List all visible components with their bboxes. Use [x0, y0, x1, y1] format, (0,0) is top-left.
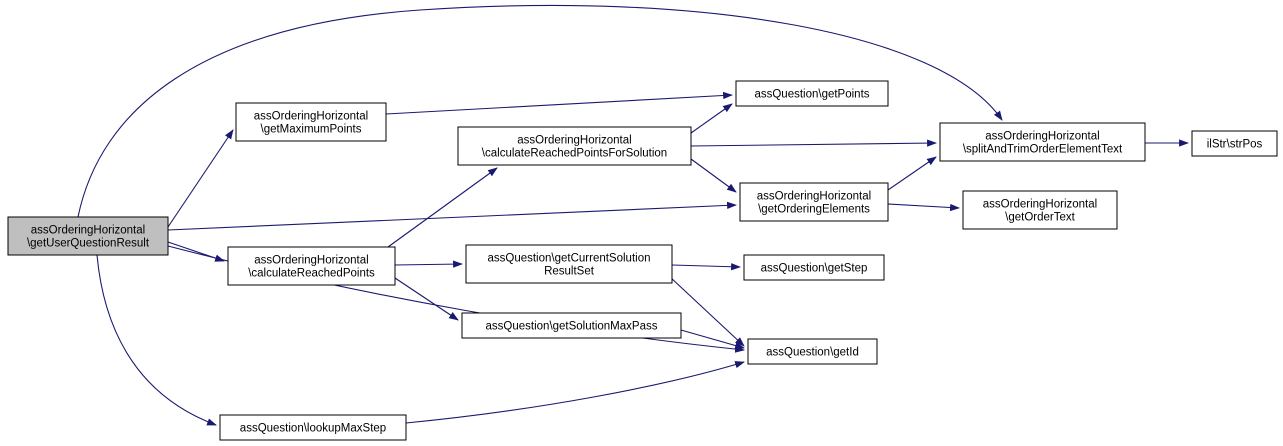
node-getId-label: assQuestion\getId	[766, 347, 859, 359]
node-getUserQuestionResult-label: assOrderingHorizontal\getUserQuestionRes…	[27, 225, 150, 250]
edge-calculateReachedPointsForSolution-to-splitAndTrimOrderElementText	[690, 139, 937, 147]
node-calculateReachedPointsForSolution-box[interactable]	[457, 126, 692, 166]
node-getStep-label: assQuestion\getStep	[761, 263, 868, 275]
node-strPos[interactable]: ilStr\strPos	[1191, 130, 1278, 157]
edge-getSolutionMaxPass-to-getId	[680, 329, 745, 350]
node-getOrderingElements-box[interactable]	[739, 182, 889, 222]
node-getStep-box[interactable]	[743, 254, 885, 281]
node-getMaximumPoints-label: assOrderingHorizontal\getMaximumPoints	[254, 111, 368, 136]
node-getOrderText-box[interactable]	[962, 190, 1118, 230]
edge-getUserQuestionResult-to-lookupMaxStep	[96, 254, 217, 426]
node-getPoints-label: assQuestion\getPoints	[754, 89, 869, 101]
node-calculateReachedPoints[interactable]: assOrderingHorizontal\calculateReachedPo…	[227, 246, 396, 286]
node-splitAndTrimOrderElementText[interactable]: assOrderingHorizontal\splitAndTrimOrderE…	[939, 122, 1146, 162]
edge-getOrderingElements-to-splitAndTrimOrderElementText	[887, 156, 937, 191]
node-lookupMaxStep[interactable]: assQuestion\lookupMaxStep	[219, 414, 407, 441]
node-getMaximumPoints[interactable]: assOrderingHorizontal\getMaximumPoints	[235, 102, 387, 142]
node-getId-box[interactable]	[747, 338, 878, 365]
edge-calculateReachedPoints-to-getSolutionMaxPass	[394, 277, 459, 321]
edge-calculateReachedPointsForSolution-to-getPoints	[690, 103, 733, 134]
node-strPos-label: ilStr\strPos	[1207, 139, 1263, 151]
node-calculateReachedPointsForSolution-label: assOrderingHorizontal\calculateReachedPo…	[482, 135, 667, 160]
node-getStep[interactable]: assQuestion\getStep	[743, 254, 885, 281]
node-lookupMaxStep-label: assQuestion\lookupMaxStep	[240, 423, 386, 435]
edge-getCurrentSolutionResultSet-to-getId	[669, 276, 745, 347]
node-strPos-box[interactable]	[1191, 130, 1278, 157]
node-getId[interactable]: assQuestion\getId	[747, 338, 878, 365]
node-calculateReachedPointsForSolution[interactable]: assOrderingHorizontal\calculateReachedPo…	[457, 126, 692, 166]
node-calculateReachedPoints-box[interactable]	[227, 246, 396, 286]
node-splitAndTrimOrderElementText-label: assOrderingHorizontal\splitAndTrimOrderE…	[963, 131, 1123, 156]
edge-getCurrentSolutionResultSet-to-getStep	[671, 263, 741, 271]
edge-getUserQuestionResult-to-getMaximumPoints	[167, 129, 234, 228]
edge-calculateReachedPoints-to-calculateReachedPointsForSolution	[387, 167, 498, 248]
edge-calculateReachedPoints-to-getCurrentSolutionResultSet	[394, 260, 463, 268]
node-getPoints[interactable]: assQuestion\getPoints	[735, 80, 889, 107]
node-splitAndTrimOrderElementText-box[interactable]	[939, 122, 1146, 162]
edge-getUserQuestionResult-to-splitAndTrimOrderElementText	[77, 4, 1003, 218]
node-getOrderText-label: assOrderingHorizontal\getOrderText	[983, 199, 1097, 224]
node-getMaximumPoints-box[interactable]	[235, 102, 387, 142]
node-lookupMaxStep-box[interactable]	[219, 414, 407, 441]
node-getSolutionMaxPass[interactable]: assQuestion\getSolutionMaxPass	[461, 312, 682, 339]
node-getUserQuestionResult[interactable]: assOrderingHorizontal\getUserQuestionRes…	[7, 216, 169, 256]
edge-lookupMaxStep-to-getId	[405, 361, 745, 424]
edge-calculateReachedPointsForSolution-to-getOrderingElements	[690, 158, 737, 193]
node-getUserQuestionResult-box[interactable]	[7, 216, 169, 256]
node-getOrderText[interactable]: assOrderingHorizontal\getOrderText	[962, 190, 1118, 230]
node-getPoints-box[interactable]	[735, 80, 889, 107]
edge-getMaximumPoints-to-getPoints	[385, 91, 733, 115]
node-getSolutionMaxPass-box[interactable]	[461, 312, 682, 339]
node-getOrderingElements[interactable]: assOrderingHorizontal\getOrderingElement…	[739, 182, 889, 222]
node-getOrderingElements-label: assOrderingHorizontal\getOrderingElement…	[757, 191, 871, 216]
node-getCurrentSolutionResultSet-box[interactable]	[465, 244, 673, 284]
node-calculateReachedPoints-label: assOrderingHorizontal\calculateReachedPo…	[248, 255, 375, 280]
edge-getUserQuestionResult-to-getOrderingElements	[167, 201, 737, 231]
edge-getOrderingElements-to-getOrderText	[887, 203, 960, 212]
node-getSolutionMaxPass-label: assQuestion\getSolutionMaxPass	[486, 321, 658, 333]
